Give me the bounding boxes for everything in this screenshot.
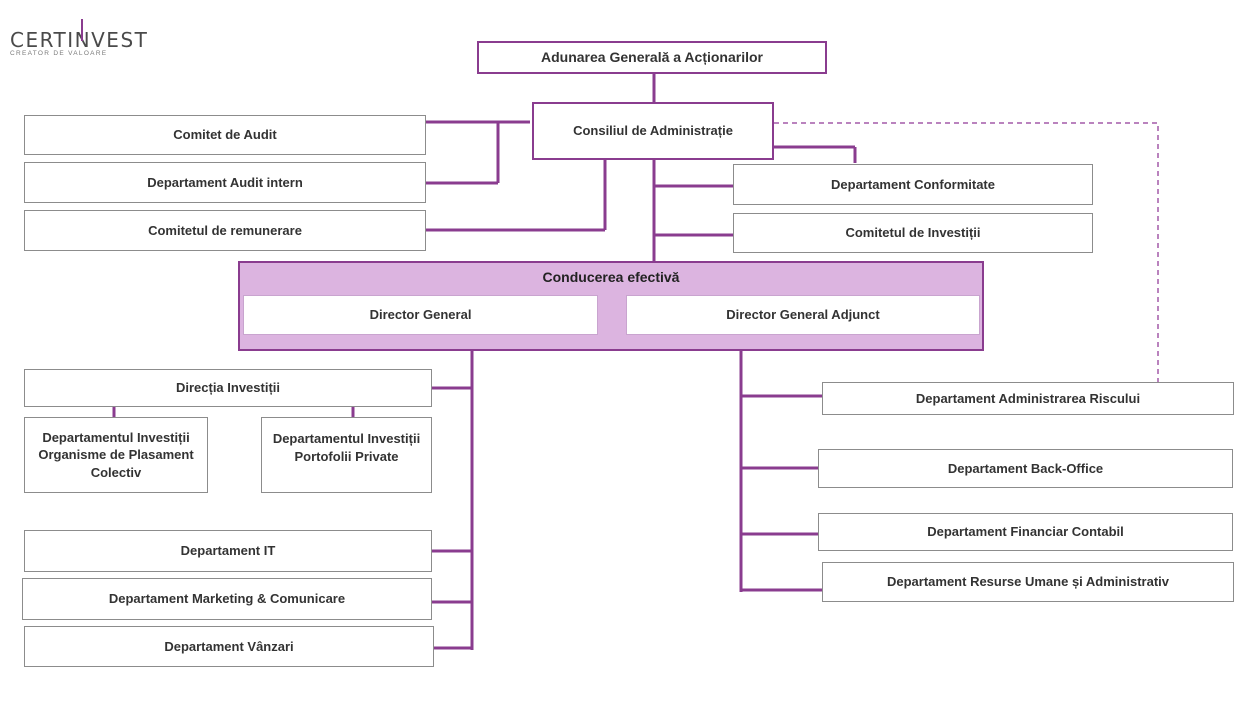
- node-dept-opc: Departamentul Investiții Organisme de Pl…: [24, 417, 208, 493]
- node-aga: Adunarea Generală a Acționarilor: [477, 41, 827, 74]
- line-dashed-risk: [774, 122, 1159, 382]
- leadership-title: Conducerea efectivă: [542, 269, 680, 285]
- node-finance: Departament Financiar Contabil: [818, 513, 1233, 551]
- node-dept-private: Departamentul Investiții Portofolii Priv…: [261, 417, 432, 493]
- node-backoffice: Departament Back-Office: [818, 449, 1233, 488]
- node-internal-audit: Departament Audit intern: [24, 162, 426, 203]
- node-remuneration: Comitetul de remunerare: [24, 210, 426, 251]
- node-compliance: Departament Conformitate: [733, 164, 1093, 205]
- node-marketing: Departament Marketing & Comunicare: [22, 578, 432, 620]
- node-hr: Departament Resurse Umane și Administrat…: [822, 562, 1234, 602]
- node-investment-directorate: Direcția Investiții: [24, 369, 432, 407]
- logo-name: CERTINVEST: [10, 28, 149, 52]
- node-it: Departament IT: [24, 530, 432, 572]
- logo-tagline: CREATOR DE VALOARE: [10, 50, 108, 57]
- node-sales: Departament Vânzari: [24, 626, 434, 667]
- logo-mark: [81, 19, 83, 41]
- certinvest-logo: CERTINVEST CREATOR DE VALOARE: [10, 19, 149, 57]
- node-ca: Consiliul de Administrație: [532, 102, 774, 160]
- node-director-general: Director General: [243, 295, 598, 335]
- node-investment-committee: Comitetul de Investiții: [733, 213, 1093, 253]
- node-audit-committee: Comitet de Audit: [24, 115, 426, 155]
- node-risk: Departament Administrarea Riscului: [822, 382, 1234, 415]
- node-deputy-director: Director General Adjunct: [626, 295, 980, 335]
